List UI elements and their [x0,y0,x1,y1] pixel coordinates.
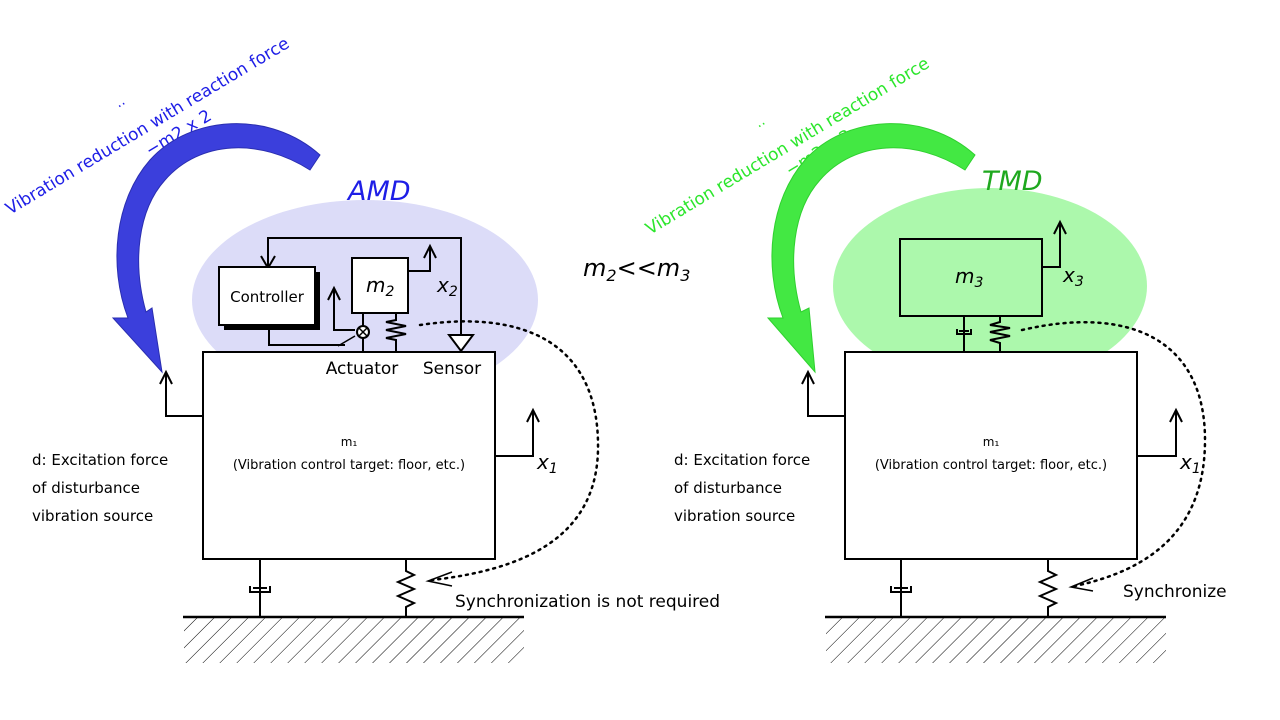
amd-mass-disp-arrow-icon [423,243,437,259]
controller-box[interactable] [218,266,316,326]
tmd-sync-note: Synchronize [1123,582,1227,602]
amd-excitation-line-1: d: Excitation force [32,451,168,469]
tmd-sync-curve [1020,321,1207,588]
amd-sync-arrow-icon [425,571,453,587]
amd-mass-disp-label: x2 [436,273,458,300]
amd-excitation-line-3: vibration source [32,507,153,525]
amd-reaction-arrow-icon [111,123,321,374]
amd-excitation-line-2: of disturbance [32,479,140,497]
amd-mass-box [351,257,409,314]
amd-title: AMD [346,176,411,207]
tmd-mass-label: m3 [955,264,983,291]
tmd-ground-spring-icon [1037,559,1059,616]
controller-label: Controller [230,288,305,306]
amd-mass-label: m2 [366,273,394,300]
actuator-force-line [333,290,355,331]
tmd-main-mass-box [844,351,1138,560]
feedback-line [267,237,462,335]
tmd-ground-hatch [826,617,1166,663]
mass-relation: m2<<m3 [583,254,690,285]
tmd-spring-icon [989,316,1011,352]
amd-damper-icon [249,586,271,593]
tmd-damper-icon [956,329,972,335]
amd-sync-curve [418,320,600,582]
actuator-force-arrow-icon [327,285,341,301]
tmd-reaction-arrow-icon [766,123,976,374]
amd-main-disp-label: x1 [536,450,558,477]
tmd-excitation-line-1: d: Excitation force [674,451,810,469]
tmd-title: TMD [982,166,1043,197]
amd-main-disp-line [495,410,534,457]
tmd-mass-disp-label: x3 [1062,263,1084,290]
tmd-main-mass-label: m₁ [983,435,1000,449]
amd-main-mass-desc: (Vibration control target: floor, etc.) [233,458,465,473]
tmd-mass-disp-arrow-icon [1053,219,1067,235]
amd-mass-disp-line [408,248,431,272]
tmd-excitation-line-2: of disturbance [674,479,782,497]
tmd-ground-damper-icon [890,586,912,593]
amd-main-mass-box [202,351,496,560]
sensor-icon [447,334,475,353]
amd-spring-icon [385,313,407,352]
tmd-main-disp-arrow-icon [1169,407,1183,423]
amd-main-mass-label: m₁ [341,435,358,449]
tmd-main-disp-label: x1 [1179,450,1201,477]
amd-excitation-arrow-icon [159,369,173,385]
tmd-reaction-dots: ·· [754,116,770,134]
actuator-label: Actuator [326,359,399,379]
tmd-main-disp-line [1137,410,1177,457]
tmd-mass-box [899,238,1043,317]
sensor-label: Sensor [423,359,481,379]
tmd-system: Vibration reduction with reaction force … [642,54,1227,663]
amd-ground-hatch [184,617,524,663]
tmd-sync-arrow-icon [1068,577,1094,592]
tmd-excitation-arrow-icon [801,369,815,385]
tmd-main-mass-desc: (Vibration control target: floor, etc.) [875,458,1107,473]
tmd-mass-disp-line [1042,222,1061,268]
tmd-excitation-line-3: vibration source [674,507,795,525]
amd-excitation-line [165,372,203,417]
amd-ground-spring-icon [395,559,417,616]
controller-output-line [268,330,345,346]
amd-main-disp-arrow-icon [526,407,540,423]
tmd-highlight-ellipse [833,188,1147,384]
amd-sync-note: Synchronization is not required [455,592,720,612]
amd-system: Vibration reduction with reaction force … [2,34,720,663]
tmd-excitation-line [807,372,845,417]
actuator-arrow-line [337,335,356,347]
amd-reaction-text: Vibration reduction with reaction force … [2,34,293,220]
amd-reaction-dots: ·· [114,96,130,114]
